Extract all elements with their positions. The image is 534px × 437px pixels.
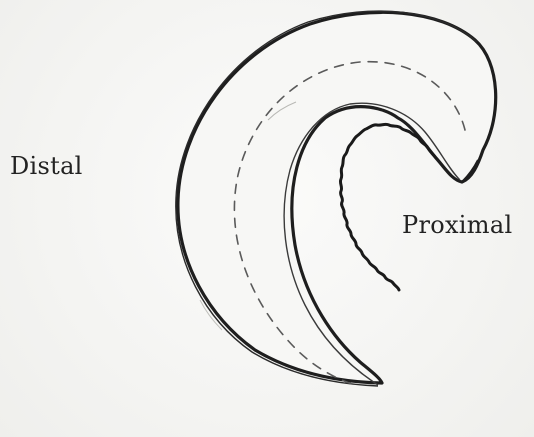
label-proximal: Proximal bbox=[402, 211, 512, 239]
inner-wavy-edge bbox=[340, 124, 436, 290]
label-distal: Distal bbox=[10, 152, 83, 180]
crescent-body bbox=[178, 12, 496, 383]
